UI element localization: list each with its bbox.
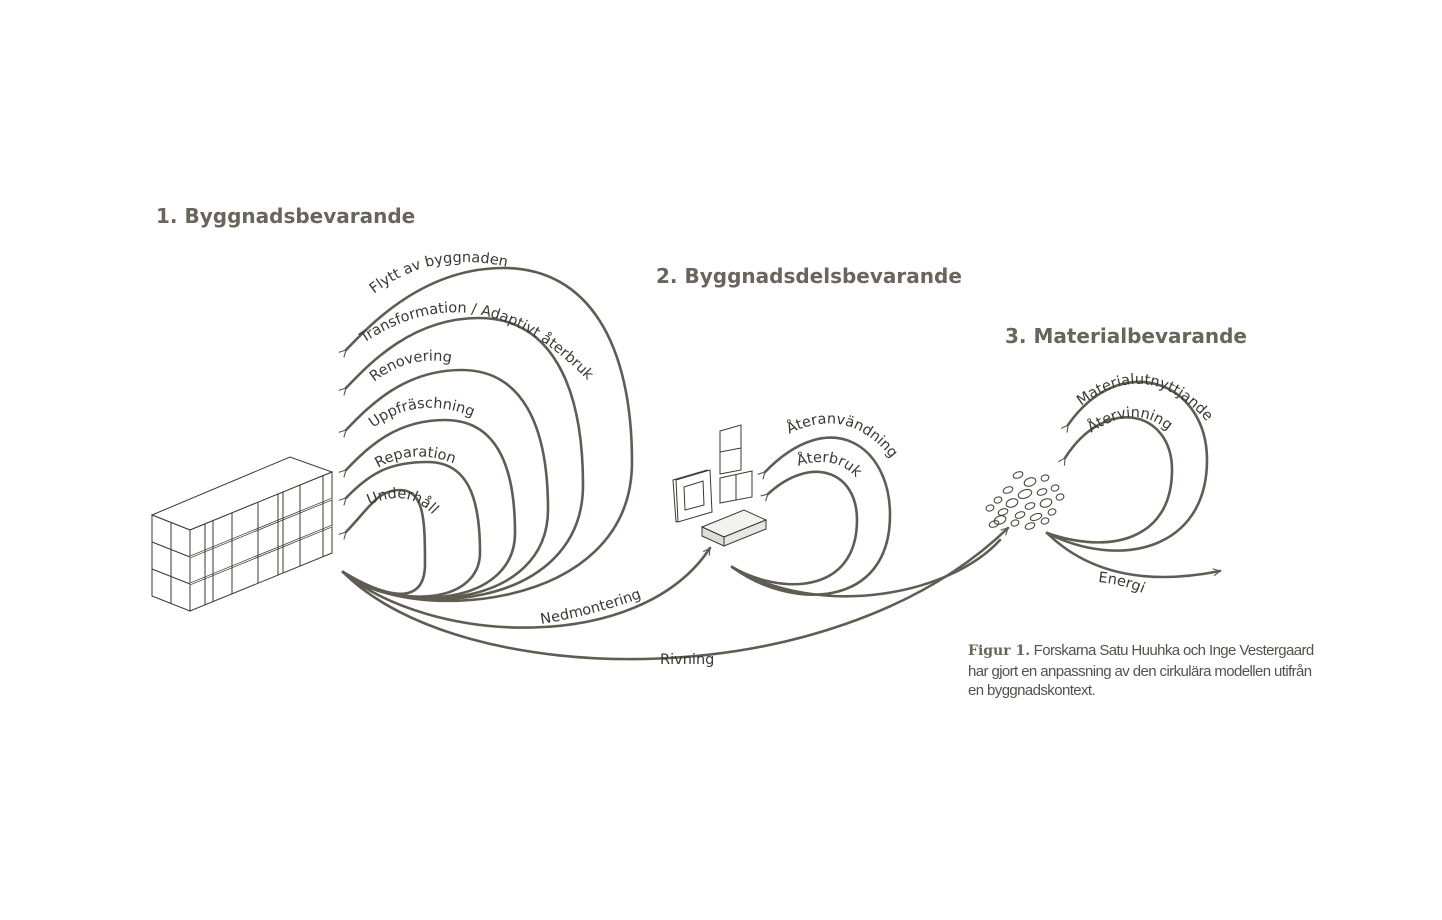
particle — [1014, 511, 1026, 519]
figure-caption: Figur 1. Forskarna Satu Huuhka och Inge … — [968, 641, 1328, 701]
atervinning-loop — [1045, 416, 1174, 544]
particle — [997, 508, 1009, 516]
floor-slab-highlight — [189, 525, 333, 585]
flytt-loop — [338, 266, 634, 603]
label-aterbruk: Återbruk — [795, 450, 865, 481]
label-uppfraschning: Uppfräschning — [366, 396, 477, 431]
renovering-loop — [338, 368, 550, 600]
particle — [1024, 502, 1036, 510]
material-particles-illustration — [985, 471, 1065, 530]
ateranvandning-loop — [730, 436, 892, 596]
particle — [1047, 508, 1057, 516]
aterbruk-loop — [730, 470, 859, 586]
particle — [993, 496, 1003, 504]
label-flytt: Flytt av byggnaden — [367, 250, 510, 297]
particle — [985, 504, 995, 512]
building-loops — [338, 266, 634, 603]
particle — [988, 520, 1000, 528]
caption-text: Forskarna Satu Huuhka och Inge Vestergaa… — [968, 642, 1314, 699]
particle — [1017, 489, 1033, 499]
particle — [1040, 517, 1050, 525]
particle — [1012, 471, 1024, 479]
building-illustration — [150, 456, 334, 612]
particle — [1024, 522, 1036, 530]
heading-section-2: 2. Byggnadsdelsbevarande — [656, 264, 962, 288]
building-components-illustration — [672, 424, 768, 547]
particle — [1050, 484, 1060, 492]
reparation-loop — [338, 460, 482, 598]
particle — [1023, 477, 1037, 487]
particle — [1040, 474, 1050, 482]
transformation-loop — [338, 316, 585, 601]
energi-arrow — [1045, 531, 1222, 579]
particle — [1036, 488, 1048, 496]
label-rivning: Rivning — [660, 652, 714, 668]
heading-section-1: 1. Byggnadsbevarande — [156, 204, 415, 228]
particle — [1010, 519, 1020, 527]
nedmontering-arrow — [341, 546, 712, 629]
heading-section-3: 3. Materialbevarande — [1005, 324, 1247, 348]
caption-label: Figur 1. — [968, 643, 1031, 659]
rivning-arrow — [341, 526, 1010, 661]
particle — [1039, 498, 1053, 508]
particle — [993, 515, 1007, 525]
particle — [1055, 493, 1065, 501]
floor-slab-highlight — [189, 498, 333, 558]
particle — [1002, 486, 1014, 494]
particle — [1029, 513, 1043, 521]
label-reparation: Reparation — [372, 444, 458, 471]
label-energi: Energi — [1098, 570, 1148, 597]
components-to-material-arrow — [730, 538, 1002, 598]
materialutnyttjande-loop — [1045, 380, 1209, 552]
particle — [1005, 498, 1019, 508]
label-atervinning: Återvinning — [1084, 405, 1175, 436]
label-underhall: Underhåll — [365, 486, 442, 518]
